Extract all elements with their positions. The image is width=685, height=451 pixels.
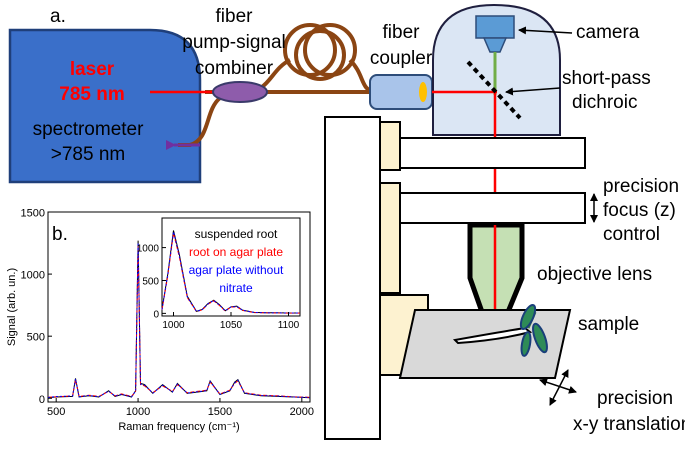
coupler-label-2: coupler [370,48,433,69]
coupler-lens [419,82,427,102]
stage-arm-upper [399,137,586,169]
y-axis-label: Signal (arb. un.) [6,268,18,346]
series-line [161,232,300,314]
translation-arrow-y [549,369,569,406]
stand-block-top [379,121,401,171]
dichroic-mirror [466,60,522,120]
y-tick-label: 0 [153,309,159,320]
translation-label-1: precision [597,388,673,409]
x-axis-label: Raman frequency (cm⁻¹) [118,421,239,433]
objective-label: objective lens [537,264,652,285]
y-tick-label: 1000 [137,244,160,255]
stand-block-mid [379,182,401,294]
x-tick-label: 1100 [278,320,300,331]
legend-entry: nitrate [219,281,253,295]
sample-label: sample [578,314,639,335]
focus-label-3: control [603,224,660,245]
camera-label: camera [576,22,640,43]
x-tick-label: 1000 [162,320,185,331]
series-line [47,245,311,398]
panel-a-label: a. [50,6,66,27]
laser-spectrometer-box [8,28,202,184]
spectrometer-range: >785 nm [51,144,125,165]
laser-wavelength: 785 nm [59,84,124,105]
panel-b-label: b. [52,224,68,245]
translation-label-2: x-y translation [573,414,685,435]
stage-arm-lower [399,192,586,224]
root [452,326,533,345]
stand-column [324,116,381,440]
spectrometer-label: spectrometer [33,119,145,140]
x-tick-label: 1050 [220,320,243,331]
plant-icon [519,304,548,357]
laser-label: laser [70,59,115,80]
y-tick-label: 500 [27,332,45,344]
plot-frame [161,217,301,317]
camera-pointer [518,26,573,35]
inset-legend: suspended root root on agar plate agar pla… [189,227,284,295]
y-tick-label: 1000 [21,270,45,282]
x-tick-label: 1000 [126,406,150,418]
camera-icon [475,15,515,53]
combiner-label-2: pump-signal [182,32,286,53]
legend-entry: agar plate without [189,263,284,277]
dichroic-label-2: dichroic [572,92,637,113]
y-tick-label: 0 [39,394,45,406]
y-tick-label: 1500 [21,208,45,220]
x-tick-label: 500 [47,406,65,418]
fiber-coil [283,23,357,81]
legend-entry: root on agar plate [189,245,283,259]
combiner [212,81,268,103]
combiner-label-1: fiber [216,6,254,27]
combiner-label-3: combiner [195,58,274,79]
y-tick-label: 500 [142,276,159,287]
x-tick-label: 1500 [208,406,232,418]
dichroic-label-1: short-pass [562,68,651,89]
focus-label-1: precision [603,176,679,197]
legend-entry: suspended root [195,227,278,241]
x-tick-label: 2000 [290,406,314,418]
coupler-label-1: fiber [383,22,421,43]
series-line [161,231,300,314]
dichroic-pointer [505,87,561,96]
inset-chart: 1000 1050 1100 0 500 1000 [137,217,301,331]
focus-label-2: focus (z) [603,200,676,221]
